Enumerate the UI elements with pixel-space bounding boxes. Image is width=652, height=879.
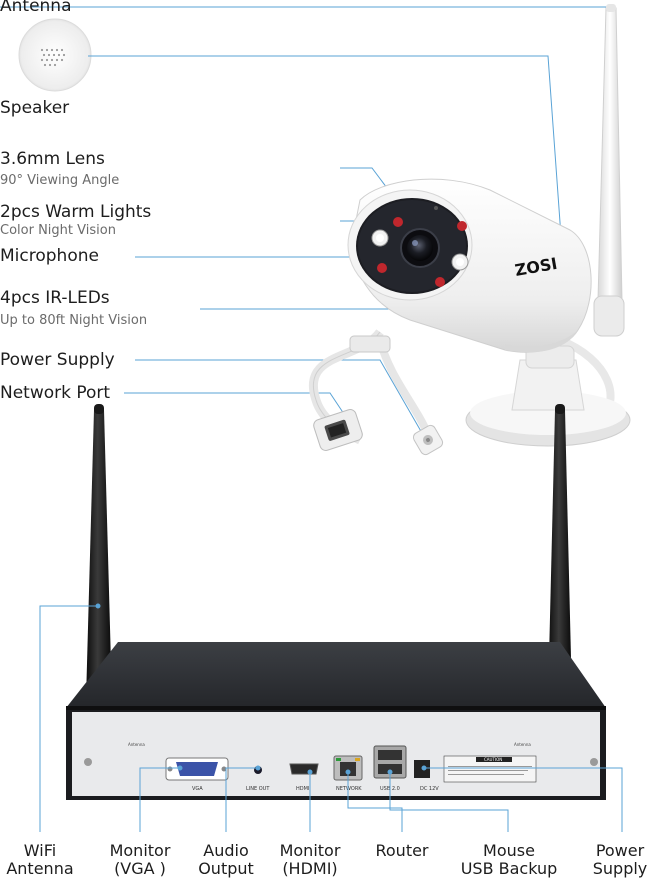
router-label: Router [375, 841, 429, 860]
svg-text:HDMI: HDMI [296, 786, 309, 792]
svg-text:Antenna: Antenna [128, 742, 145, 747]
svg-text:VGA: VGA [192, 786, 203, 792]
nvr-leader-lines [39, 603, 623, 832]
svg-text:Antenna: Antenna [514, 742, 531, 747]
warm-lights-label: 2pcs Warm Lights [0, 202, 152, 222]
antenna-label: Antenna [0, 0, 72, 16]
monitor-vga-label: Monitor(VGA ) [109, 841, 171, 878]
monitor-hdmi-label: Monitor(HDMI) [279, 841, 341, 878]
svg-text:DC 12V: DC 12V [420, 786, 439, 792]
ir-leds-label: 4pcs IR-LEDs [0, 288, 110, 308]
nvr-illustration: Antenna Antenna VGA LINE OUT HDMI NETWOR… [66, 642, 606, 800]
speaker-closeup [18, 18, 92, 92]
lens-sublabel: 90° Viewing Angle [0, 173, 120, 188]
svg-text:CAUTION: CAUTION [484, 757, 502, 762]
svg-text:NETWORK: NETWORK [336, 786, 362, 792]
warm-lights-sublabel: Color Night Vision [0, 223, 116, 238]
ir-leds-sublabel: Up to 80ft Night Vision [0, 313, 148, 328]
microphone-label: Microphone [0, 246, 99, 266]
svg-text:LINE OUT: LINE OUT [246, 786, 270, 792]
lens-label: 3.6mm Lens [0, 149, 105, 169]
power-supply-label: Power Supply [0, 350, 115, 370]
camera-illustration: ZOSI [309, 4, 631, 456]
speaker-label: Speaker [0, 98, 70, 118]
network-port-label: Network Port [0, 383, 111, 403]
